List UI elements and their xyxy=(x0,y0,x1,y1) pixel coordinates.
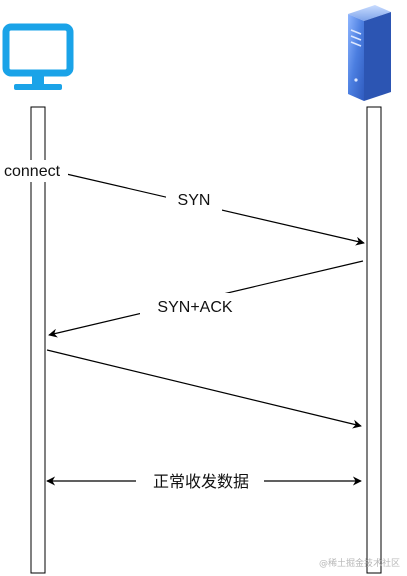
ack-arrow xyxy=(46,349,362,429)
client-lifeline xyxy=(30,106,46,574)
syn-message: SYN xyxy=(61,172,365,246)
syn-label: SYN xyxy=(178,192,211,209)
synack-label: SYN+ACK xyxy=(157,299,232,316)
connect-label: connect xyxy=(4,163,61,180)
synack-message: SYN+ACK xyxy=(48,260,364,338)
data-exchange-label: 正常收发数据 xyxy=(153,472,249,491)
monitor-icon xyxy=(2,23,74,90)
server-lifeline xyxy=(366,106,382,574)
server-icon xyxy=(348,5,391,101)
connect-annotation: connect xyxy=(2,160,68,182)
watermark: @稀土掘金技术社区 xyxy=(319,557,400,569)
data-exchange-message: 正常收发数据 xyxy=(46,469,362,493)
